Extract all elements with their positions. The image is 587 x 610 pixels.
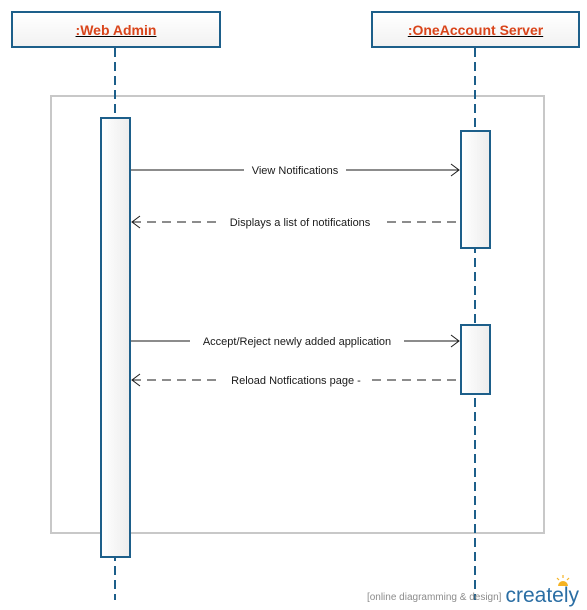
lifeline-oneaccount-server-head[interactable]: :OneAccount Server <box>371 11 580 48</box>
footer-tagline: [online diagramming & design] <box>366 592 502 603</box>
label-bg <box>244 162 346 177</box>
message-label: View Notifications <box>252 165 339 177</box>
message-label: Accept/Reject newly added application <box>203 336 391 348</box>
message-view-notifications[interactable]: View Notifications <box>131 162 460 177</box>
lifeline-web-admin-head[interactable]: :Web Admin <box>11 11 221 48</box>
creately-logo: creately <box>505 575 579 607</box>
label-bg <box>222 372 370 387</box>
activation-oneaccount-server-2 <box>460 324 491 395</box>
interaction-frame <box>50 95 545 534</box>
label-bg <box>216 214 386 229</box>
arrow-head-icon <box>450 334 460 348</box>
arrow-head-icon <box>450 163 460 177</box>
arrow-head-icon <box>131 373 141 387</box>
activation-oneaccount-server-1 <box>460 130 491 249</box>
creately-watermark[interactable]: [online diagramming & design] creately <box>366 575 579 607</box>
message-displays-list[interactable]: Displays a list of notifications <box>131 214 460 229</box>
message-accept-reject[interactable]: Accept/Reject newly added application <box>131 333 460 348</box>
message-reload-notifications[interactable]: Reload Notfications page - <box>131 372 460 387</box>
creately-logo-text: creately <box>505 584 579 607</box>
sun-icon <box>556 575 570 586</box>
label-bg <box>190 333 404 348</box>
arrow-head-icon <box>131 215 141 229</box>
message-label: Displays a list of notifications <box>230 217 371 229</box>
message-label: Reload Notfications page - <box>231 375 361 387</box>
lifeline-web-admin-label: :Web Admin <box>75 21 157 38</box>
activation-web-admin <box>100 117 131 558</box>
lifeline-oneaccount-server-label: :OneAccount Server <box>407 21 544 38</box>
